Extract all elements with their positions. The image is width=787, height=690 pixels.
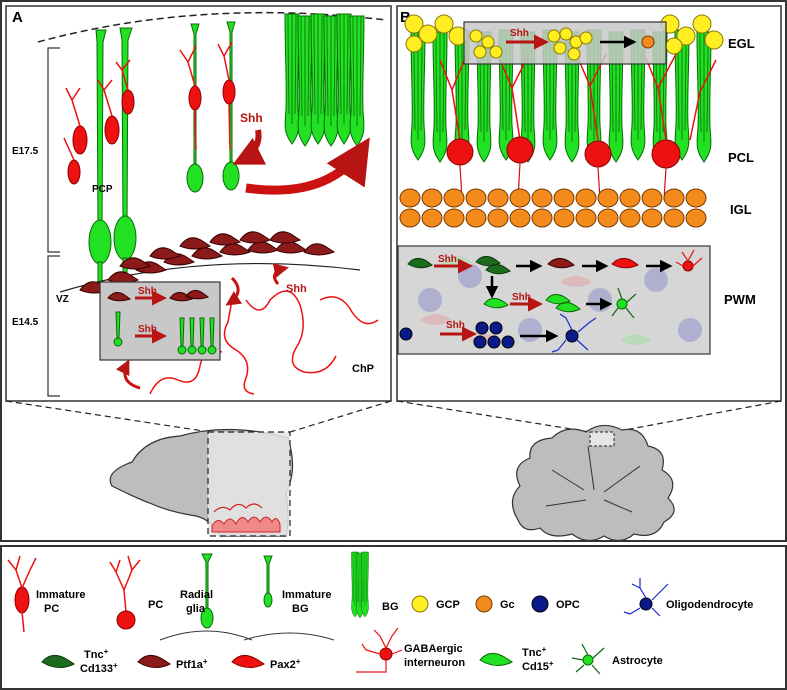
pwm-stem-pair bbox=[475, 256, 511, 275]
shh-arrow-a2 bbox=[225, 276, 243, 306]
sagittal-section-embryonic bbox=[109, 428, 294, 537]
pwm-ptf1a-cell bbox=[547, 258, 575, 269]
pwm-pax2-cell bbox=[611, 258, 639, 269]
shh-label-b4: Shh bbox=[446, 320, 465, 331]
egl-gcp-row bbox=[404, 14, 724, 55]
legend-oligodendrocyte-icon bbox=[623, 578, 669, 617]
layer-label-egl: EGL bbox=[728, 36, 755, 51]
legend-radial-glia-label-2: glia bbox=[186, 603, 206, 615]
legend-bg-label: BG bbox=[382, 601, 399, 613]
pwm-oligodendrocyte bbox=[565, 329, 579, 343]
legend-opc-icon bbox=[531, 595, 549, 613]
inset-ptf1a-pair bbox=[169, 290, 210, 302]
inset-bg-single bbox=[115, 311, 121, 339]
pcl-purkinje-cells bbox=[446, 136, 681, 169]
shh-label-b1: Shh bbox=[510, 28, 529, 39]
pwm-interneuron bbox=[682, 260, 694, 272]
shh-label-b2: Shh bbox=[438, 254, 457, 265]
pc-axons bbox=[459, 162, 667, 201]
legend-bg-icon bbox=[351, 551, 369, 619]
shh-label-a3: Shh bbox=[286, 283, 307, 295]
layer-label-pcl: PCL bbox=[728, 150, 754, 165]
legend-tnc-cd15-label-2: Cd15+ bbox=[522, 659, 554, 673]
legend-ptf1a-label: Ptf1a+ bbox=[176, 657, 208, 671]
legend-immature-bg-label-2: BG bbox=[292, 603, 309, 615]
legend-astrocyte-label: Astrocyte bbox=[612, 655, 663, 667]
panel-a-letter: A bbox=[12, 9, 23, 26]
pc-dendrites-b bbox=[439, 53, 717, 141]
shh-label-a-inset2: Shh bbox=[138, 324, 157, 335]
legend-pc-icon bbox=[109, 555, 141, 630]
ptf1a-progenitors bbox=[79, 231, 336, 294]
label-chp: ChP bbox=[352, 363, 374, 375]
egl-inset-gcps bbox=[469, 27, 593, 61]
igl-granule-cells bbox=[399, 188, 707, 228]
pwm-opc-cluster bbox=[473, 321, 515, 349]
maturation-arrow bbox=[245, 137, 370, 195]
legend-tnc-cd15-icon bbox=[479, 653, 513, 666]
pwm-opc bbox=[399, 327, 413, 341]
legend-immature-pc-label-2: PC bbox=[44, 603, 59, 615]
immature-bg-cells bbox=[179, 21, 240, 193]
legend-opc-label: OPC bbox=[556, 599, 580, 611]
bracket-e175 bbox=[47, 47, 60, 253]
panel-b-letter: B bbox=[400, 9, 411, 26]
label-e175: E17.5 bbox=[12, 146, 39, 157]
label-vz: VZ bbox=[56, 294, 69, 305]
legend-astrocyte-icon bbox=[571, 643, 605, 675]
pwm-astrocyte bbox=[616, 298, 628, 310]
panel-a: A E17.5 E14.5 PCP bbox=[12, 9, 387, 397]
legend-tnc-cd15-label-1: Tnc+ bbox=[522, 645, 547, 659]
legend-pc-label: PC bbox=[148, 599, 163, 611]
legend-gaba-interneuron-icon bbox=[356, 627, 403, 673]
radial-glia-cells bbox=[88, 27, 137, 289]
legend-gaba-label-1: GABAergic bbox=[404, 643, 463, 655]
legend-immature-bg-label-1: Immature bbox=[282, 589, 332, 601]
zoom-lines bbox=[5, 400, 782, 433]
pwm-tnc-cd15-pair bbox=[545, 294, 581, 313]
layer-label-igl: IGL bbox=[730, 202, 752, 217]
legend-gcp-label: GCP bbox=[436, 599, 460, 611]
legend-immature-bg-icon bbox=[243, 555, 335, 641]
sagittal-section-adult bbox=[511, 424, 675, 542]
pwm-stem-cell bbox=[407, 258, 433, 269]
legend-immature-pc-label-1: Immature bbox=[36, 589, 86, 601]
legend-radial-glia-label-1: Radial bbox=[180, 589, 213, 601]
legend-pax2-icon bbox=[231, 655, 265, 668]
legend: Immature PC PC Radial glia Immature BG bbox=[7, 551, 753, 675]
pcp-cells bbox=[63, 59, 135, 185]
bracket-e145 bbox=[47, 255, 60, 397]
legend-gcp-icon bbox=[411, 595, 429, 613]
shh-arrow-a3 bbox=[272, 263, 289, 285]
choroid-plexus bbox=[149, 290, 379, 395]
legend-gaba-label-2: interneuron bbox=[404, 657, 465, 669]
legend-tnc-cd133-label-2: Cd133+ bbox=[80, 661, 118, 675]
legend-ptf1a-icon bbox=[137, 655, 171, 668]
pwm-tnc-cd15-cell bbox=[483, 298, 509, 309]
legend-gc-label: Gc bbox=[500, 599, 515, 611]
legend-frame bbox=[0, 545, 787, 690]
label-e145: E14.5 bbox=[12, 317, 39, 328]
layer-label-pwm: PWM bbox=[724, 292, 756, 307]
legend-tnc-cd133-icon bbox=[41, 655, 75, 668]
panel-b: B bbox=[397, 9, 756, 355]
legend-immature-pc-icon bbox=[7, 555, 37, 633]
legend-oligodendrocyte-label: Oligodendrocyte bbox=[666, 599, 753, 611]
legend-tnc-cd133-label-1: Tnc+ bbox=[84, 647, 109, 661]
inset-bg-group bbox=[177, 317, 217, 355]
shh-arrow-a1 bbox=[232, 129, 267, 165]
inset-ptf1a-cell bbox=[107, 292, 132, 302]
egl-inset-gc bbox=[641, 35, 655, 49]
top-panel-frame bbox=[0, 0, 787, 542]
shh-arrow-a4 bbox=[115, 359, 141, 390]
legend-pax2-label: Pax2+ bbox=[270, 657, 301, 671]
shh-label-b3: Shh bbox=[512, 292, 531, 303]
label-pcp: PCP bbox=[92, 184, 113, 195]
legend-radial-glia-icon bbox=[159, 553, 253, 641]
legend-gc-icon bbox=[475, 595, 493, 613]
shh-label-a-inset1: Shh bbox=[138, 286, 157, 297]
shh-label-a1: Shh bbox=[240, 111, 263, 125]
